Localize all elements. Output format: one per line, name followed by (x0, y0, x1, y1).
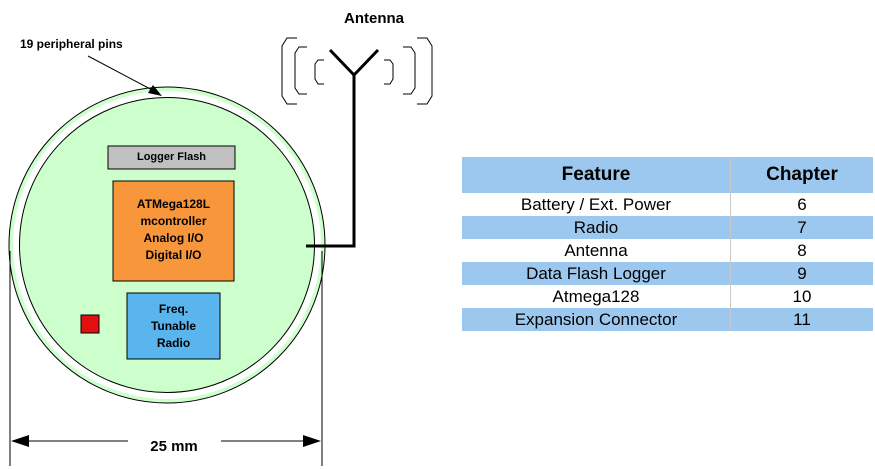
chapter-cell: 6 (730, 193, 873, 216)
feature-cell: Expansion Connector (462, 308, 731, 331)
chapter-cell: 8 (730, 239, 873, 262)
antenna-wave-right-mid (403, 46, 416, 95)
chapter-cell: 9 (730, 262, 873, 285)
chapter-cell: 10 (730, 285, 873, 308)
antenna-label: Antenna (344, 10, 405, 27)
mcu-label-line-1: ATMega128L (136, 197, 211, 211)
antenna-wire (306, 73, 356, 248)
radio-label-line-3: Radio (156, 336, 191, 350)
feature-cell: Data Flash Logger (462, 262, 731, 285)
radio-label-line-2: Tunable (150, 319, 197, 333)
antenna-wave-left-inner (314, 59, 324, 85)
dimension-label: 25 mm (150, 438, 198, 455)
feature-chapter-table: Feature Chapter Battery / Ext. Power 6 R… (462, 157, 873, 331)
mcu-label: ATMega128L mcontroller Analog I/O Digita… (113, 196, 234, 264)
radio-chip (126, 292, 221, 360)
chapter-column-header: Chapter (730, 157, 873, 193)
feature-cell: Antenna (462, 239, 731, 262)
feature-cell: Radio (462, 216, 731, 239)
table-row: Radio 7 (462, 216, 873, 239)
radio-label: Freq. Tunable Radio (127, 301, 220, 352)
mcu-label-line-4: Digital I/O (145, 248, 202, 262)
table-row: Battery / Ext. Power 6 (462, 193, 873, 216)
table-row: Data Flash Logger 9 (462, 262, 873, 285)
table-row: Expansion Connector 11 (462, 308, 873, 331)
chapter-cell: 7 (730, 216, 873, 239)
radio-label-line-1: Freq. (158, 302, 189, 316)
dimension-arrow-left (11, 435, 29, 447)
feature-column-header: Feature (462, 157, 731, 193)
feature-cell: Battery / Ext. Power (462, 193, 731, 216)
antenna-left-arm (328, 48, 356, 77)
chapter-cell: 11 (730, 308, 873, 331)
peripheral-pins-pointer (87, 55, 157, 93)
antenna-wave-left-outer (281, 37, 297, 105)
logger-flash-chip (107, 145, 236, 170)
table-header-row: Feature Chapter (462, 157, 873, 193)
mcu-label-line-2: mcontroller (140, 214, 207, 228)
table-row: Antenna 8 (462, 239, 873, 262)
mcu-chip (112, 180, 235, 282)
feature-cell: Atmega128 (462, 285, 731, 308)
antenna-wave-left-mid (294, 46, 307, 95)
antenna-wave-right-outer (417, 37, 433, 105)
logger-flash-label: Logger Flash (136, 151, 207, 163)
peripheral-pins-label: 19 peripheral pins (20, 37, 123, 51)
antenna-wave-right-inner (384, 59, 394, 85)
peripheral-pins-arrowhead (148, 85, 162, 96)
mcu-label-line-3: Analog I/O (143, 231, 204, 245)
dimension-arrow-right (303, 435, 321, 447)
table-row: Atmega128 10 (462, 285, 873, 308)
status-led (80, 314, 100, 334)
antenna-right-arm (352, 48, 380, 77)
